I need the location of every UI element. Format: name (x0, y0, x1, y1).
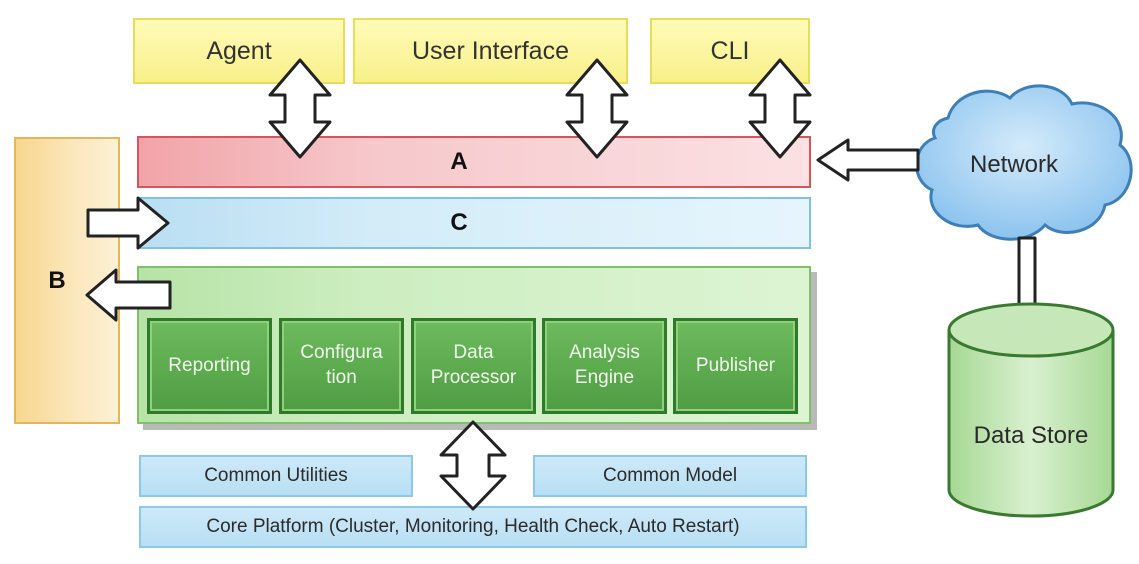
network-cloud (915, 84, 1133, 241)
network-to-a-arrow (816, 138, 920, 182)
core-platform-label: Core Platform (Cluster, Monitoring, Heal… (206, 516, 740, 537)
cli-label: CLI (710, 36, 750, 65)
layer-a-label: A (450, 148, 468, 175)
module-data-processor: Data Processor (411, 318, 536, 414)
agent-label: Agent (206, 36, 272, 65)
common-model-label: Common Model (602, 465, 738, 486)
module-analysis-engine: Analysis Engine (542, 318, 667, 414)
layer-b-label: B (48, 266, 66, 294)
layer-a-bar: A (137, 136, 811, 188)
layer-c-label: C (450, 209, 468, 236)
module-analysis-engine-label: Analysis Engine (569, 342, 640, 388)
agent-a-double-arrow (268, 58, 332, 159)
b-to-c-arrow (86, 196, 170, 250)
network-label: Network (970, 151, 1059, 178)
data-store-label: Data Store (974, 422, 1089, 449)
user-interface-box: User Interface (353, 18, 628, 84)
ui-a-double-arrow (565, 58, 629, 159)
common-utilities-box: Common Utilities (139, 455, 413, 497)
panel-to-b-arrow (85, 268, 172, 322)
user-interface-label: User Interface (411, 36, 569, 65)
module-publisher-label: Publisher (695, 354, 776, 376)
module-publisher: Publisher (673, 318, 798, 414)
data-store-cylinder (947, 302, 1115, 518)
module-reporting: Reporting (147, 318, 272, 414)
layer-c-bar: C (137, 197, 811, 249)
common-model-box: Common Model (533, 455, 807, 497)
module-configuration-label: Configura tion (300, 342, 383, 388)
agent-box: Agent (133, 18, 345, 84)
common-utilities-label: Common Utilities (204, 465, 348, 486)
module-data-processor-label: Data Processor (430, 342, 517, 388)
cli-a-double-arrow (748, 58, 812, 159)
module-configuration: Configura tion (279, 318, 404, 414)
panel-bottom-double-arrow (439, 420, 507, 511)
module-reporting-label: Reporting (168, 354, 251, 376)
